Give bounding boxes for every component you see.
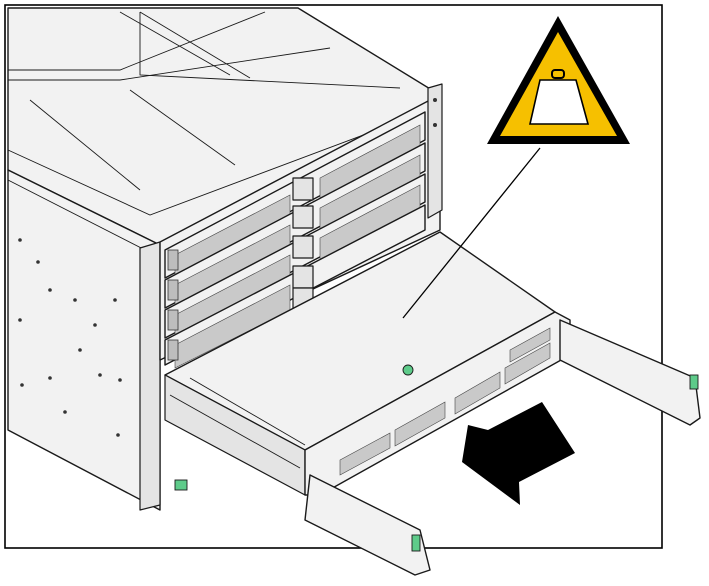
- heavy-weight-caution-icon: [487, 16, 630, 144]
- sled-status-led: [402, 364, 414, 376]
- server-sled: [164, 231, 701, 576]
- front-right-rail: [427, 83, 443, 219]
- module-handles: [292, 177, 314, 313]
- chassis-side: [7, 169, 161, 511]
- slide-rails: [174, 319, 701, 576]
- figure-border: [4, 4, 663, 549]
- insert-direction-arrow: [462, 402, 575, 505]
- callout-leader-line: [402, 147, 541, 319]
- sled-drive-bays: [339, 327, 551, 476]
- chassis-top-bracing: [7, 11, 431, 216]
- side-holes: [18, 238, 122, 437]
- heavy-weight-icon: [528, 69, 590, 125]
- installed-modules: [164, 111, 426, 369]
- module-status-leds: [167, 249, 179, 361]
- front-left-rail: [139, 241, 161, 511]
